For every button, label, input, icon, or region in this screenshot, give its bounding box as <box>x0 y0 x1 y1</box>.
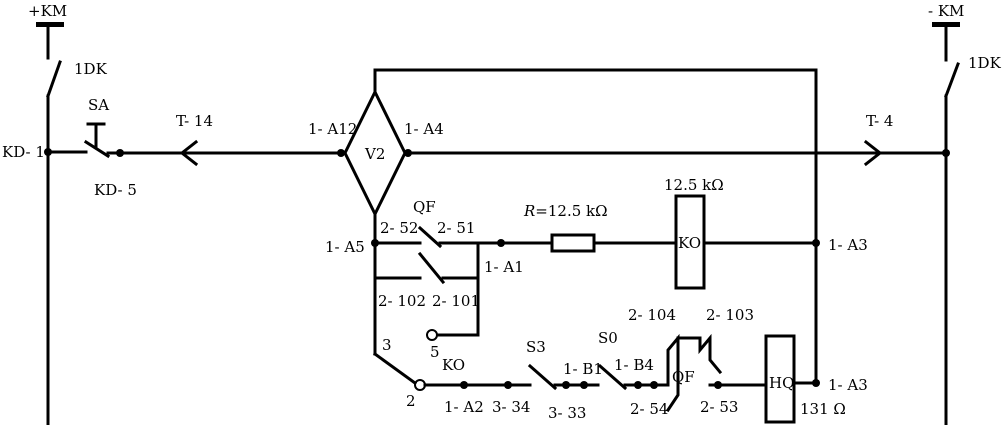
n5-label: 5 <box>430 343 440 361</box>
ko-contact <box>372 351 418 386</box>
resistor-r <box>550 233 596 253</box>
plus-km-terminal <box>36 22 64 60</box>
n252-label: 2- 52 <box>380 219 418 237</box>
a1-label: 1- A1 <box>484 258 524 276</box>
n333-label: 3- 33 <box>548 404 586 422</box>
ko-value-label: 12.5 kΩ <box>664 176 724 194</box>
n2101-label: 2- 101 <box>432 292 480 310</box>
qf-breaker <box>665 333 723 413</box>
n253-label: 2- 53 <box>700 398 738 416</box>
n3-label: 3 <box>382 336 392 354</box>
right-dk-label: 1DK <box>968 54 1002 72</box>
qf-top-label: QF <box>413 198 436 216</box>
n334-label: 3- 34 <box>492 398 530 416</box>
contact-2-102 <box>417 251 446 285</box>
t4-label: T- 4 <box>866 112 893 130</box>
kd5-label: KD- 5 <box>94 181 137 199</box>
n2103-label: 2- 103 <box>706 306 754 324</box>
r-label: R=12.5 kΩ <box>523 202 608 220</box>
s3-switch <box>527 363 558 391</box>
t4-arrow <box>863 139 883 167</box>
a12-label: 1- A12 <box>308 120 357 138</box>
t14-arrow <box>179 139 199 167</box>
hq-value-label: 131 Ω <box>800 400 846 418</box>
a3-top-label: 1- A3 <box>828 236 868 254</box>
b4-label: 1- B4 <box>614 356 654 374</box>
n2-label: 2 <box>406 392 416 410</box>
a4-label: 1- A4 <box>404 120 444 138</box>
sa-label: SA <box>88 96 109 114</box>
kd1-label: KD- 1 <box>2 143 45 161</box>
minus-km-label: - KM <box>928 2 964 20</box>
s3-label: S3 <box>526 338 546 356</box>
ko-coil-label: KO <box>678 234 701 252</box>
b1-label: 1- B1 <box>563 360 603 378</box>
a5-label: 1- A5 <box>325 238 365 256</box>
qf-contact-top <box>417 225 443 249</box>
v2-label: V2 <box>364 145 385 163</box>
qf-bottom-label: QF <box>672 368 695 386</box>
a3-bottom-label: 1- A3 <box>828 376 868 394</box>
sa-switch <box>46 122 347 159</box>
n2104-label: 2- 104 <box>628 306 676 324</box>
hq-coil <box>764 334 796 424</box>
junction-dots <box>44 148 950 389</box>
n254-label: 2- 54 <box>630 400 668 418</box>
plus-km-label: +KM <box>28 2 67 20</box>
hq-label: HQ <box>769 374 794 392</box>
minus-km-terminal <box>932 22 960 62</box>
n251-label: 2- 51 <box>437 219 475 237</box>
ko-contact-label: KO <box>442 356 465 374</box>
right-dk-switch <box>944 62 960 98</box>
t14-label: T- 14 <box>176 112 213 130</box>
s0-switch <box>597 363 628 391</box>
left-dk-label: 1DK <box>74 60 108 78</box>
n2102-label: 2- 102 <box>378 292 426 310</box>
s0-label: S0 <box>598 329 618 347</box>
a2-label: 1- A2 <box>444 398 484 416</box>
left-dk-switch <box>46 60 62 98</box>
